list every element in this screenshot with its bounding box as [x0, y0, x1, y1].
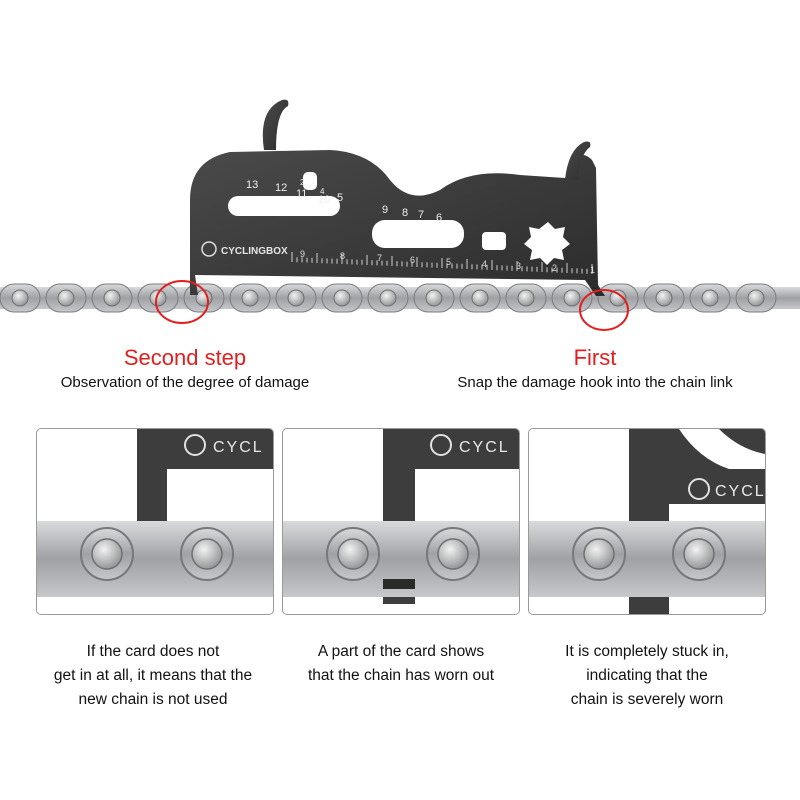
hole-number: 9 — [382, 204, 388, 216]
brand-logo-icon — [184, 434, 206, 456]
chain-pin — [191, 538, 223, 570]
tool-brand: CYCLINGBOX — [221, 246, 288, 257]
chain-pin — [91, 538, 123, 570]
panel-brand: CYCL — [715, 483, 765, 500]
chain-pin — [337, 538, 369, 570]
hole-number: 12 — [275, 182, 287, 194]
hole-number: 4 — [320, 187, 325, 196]
brand-logo-icon — [688, 478, 710, 500]
brand-logo-icon — [201, 241, 217, 257]
chain-pin — [379, 289, 397, 307]
chain-pin — [103, 289, 121, 307]
ruler-number: 3 — [516, 261, 521, 271]
ruler-number: 7 — [377, 253, 382, 263]
first-step-description: Snap the damage hook into the chain link — [457, 374, 733, 391]
caption-worn-chain: A part of the card shows that the chain … — [276, 640, 526, 688]
ruler-number: 4 — [482, 259, 487, 269]
hole-number: 11 — [296, 188, 307, 200]
caption-new-chain: If the card does not get in at all, it m… — [28, 640, 278, 712]
ruler-number: 6 — [410, 255, 415, 265]
first-step-title: First — [573, 345, 617, 370]
ruler-number: 5 — [446, 257, 451, 267]
chain-closeup — [37, 521, 273, 597]
chain-pin — [333, 289, 351, 307]
ruler-number: 1 — [590, 265, 595, 275]
ruler-number: 2 — [552, 263, 557, 273]
hole-number: 5 — [337, 192, 343, 204]
hole-number: 13 — [246, 179, 258, 191]
chain-pin — [471, 289, 489, 307]
chain-wear-tool — [190, 99, 605, 296]
hole-number: 6 — [436, 212, 442, 224]
chain-pin — [241, 289, 259, 307]
first-step-highlight — [579, 289, 629, 331]
caption-line: get in at all, it means that the — [53, 667, 253, 684]
chain-pin — [57, 289, 75, 307]
ruler-number: 9 — [300, 249, 305, 259]
caption-line: new chain is not used — [78, 691, 228, 708]
chain-pin — [287, 289, 305, 307]
bicycle-chain — [0, 283, 800, 313]
chain-pin — [517, 289, 535, 307]
hole-number: 3 — [312, 182, 317, 191]
panel-brand: CYCL — [459, 439, 510, 456]
chain-plate — [37, 521, 273, 597]
caption-line: indicating that the — [586, 667, 708, 684]
hole-number: 2 — [300, 178, 305, 187]
ruler-number: 8 — [340, 251, 345, 261]
panel-new-chain: CYCL — [36, 428, 274, 615]
caption-line: that the chain has worn out — [307, 667, 495, 684]
second-step-title: Second step — [123, 345, 247, 370]
chain-pin — [583, 538, 615, 570]
caption-line: If the card does not — [86, 643, 220, 660]
chain-closeup — [529, 521, 765, 597]
chain-pin — [425, 289, 443, 307]
caption-line: chain is severely worn — [570, 691, 724, 708]
hole-number: 7 — [418, 209, 424, 221]
panel-brand: CYCL — [213, 439, 264, 456]
brand-logo-icon — [430, 434, 452, 456]
panel-severely-worn-chain: CYCL — [528, 428, 766, 615]
hole-number: 10 — [318, 194, 330, 206]
chain-pin — [149, 289, 167, 307]
second-step-description: Observation of the degree of damage — [60, 374, 310, 391]
hole-number: 8 — [402, 207, 408, 219]
chain-pin — [747, 289, 765, 307]
caption-severely-worn-chain: It is completely stuck in, indicating th… — [522, 640, 772, 712]
chain-pin — [609, 289, 627, 307]
chain-pin — [683, 538, 715, 570]
second-step-highlight — [155, 280, 209, 324]
caption-line: It is completely stuck in, — [565, 643, 729, 660]
chain-pin — [11, 289, 29, 307]
chain-checker-illustration: CYCLINGBOX 13 12 11 2 3 4 10 5 9 8 7 6 9… — [0, 99, 800, 331]
panel-worn-chain: CYCL — [282, 428, 520, 615]
chain-plate — [529, 521, 765, 597]
chain-pin — [437, 538, 469, 570]
chain-pin — [563, 289, 581, 307]
chain-pin — [701, 289, 719, 307]
caption-line: A part of the card shows — [317, 643, 485, 660]
chain-pin — [655, 289, 673, 307]
